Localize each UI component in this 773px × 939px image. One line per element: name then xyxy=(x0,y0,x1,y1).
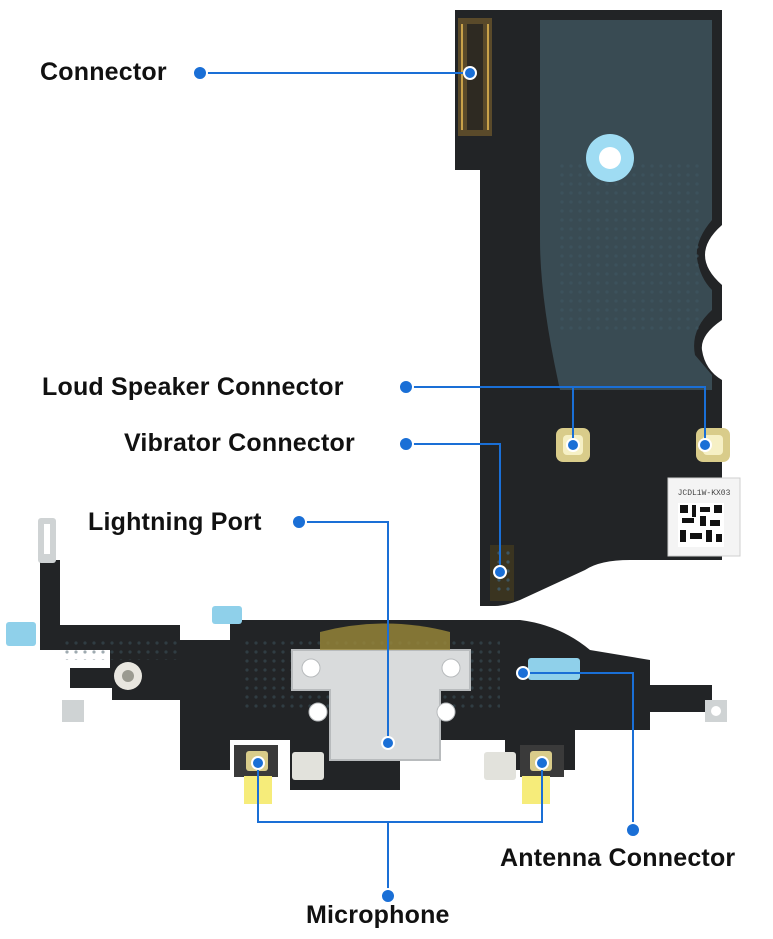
vibrator-target-dot xyxy=(493,565,507,579)
speaker-target-dot-2 xyxy=(698,438,712,452)
mic-target-dot-1 xyxy=(251,756,265,770)
lightning-target-dot xyxy=(381,736,395,750)
connector-target-dot xyxy=(463,66,477,80)
loud-speaker-connector-label: Loud Speaker Connector xyxy=(42,373,344,401)
microphone-label-dot xyxy=(380,888,396,904)
vibrator-label-dot xyxy=(398,436,414,452)
lightning-label-dot xyxy=(291,514,307,530)
antenna-target-dot xyxy=(516,666,530,680)
lightning-port-housing xyxy=(291,623,471,761)
mic-target-dot-2 xyxy=(535,756,549,770)
callout-lines xyxy=(200,72,706,896)
speaker-label-dot xyxy=(398,379,414,395)
antenna-label-dot xyxy=(625,822,641,838)
antenna-connector-label: Antenna Connector xyxy=(500,844,736,872)
connector-label-dot xyxy=(192,65,208,81)
label-sticker: JCDL1W-KX03 xyxy=(667,477,741,557)
vibrator-connector-label: Vibrator Connector xyxy=(124,429,355,457)
microphone-label: Microphone xyxy=(306,901,450,929)
microphone-modules xyxy=(234,745,564,804)
left-blue-tab xyxy=(6,622,36,646)
callout-dots xyxy=(192,65,712,904)
pcb-marking: JCDL1W-KX03 xyxy=(678,489,731,498)
connector-label: Connector xyxy=(40,58,167,86)
speaker-target-dot-1 xyxy=(566,438,580,452)
lightning-port-label: Lightning Port xyxy=(88,508,262,536)
